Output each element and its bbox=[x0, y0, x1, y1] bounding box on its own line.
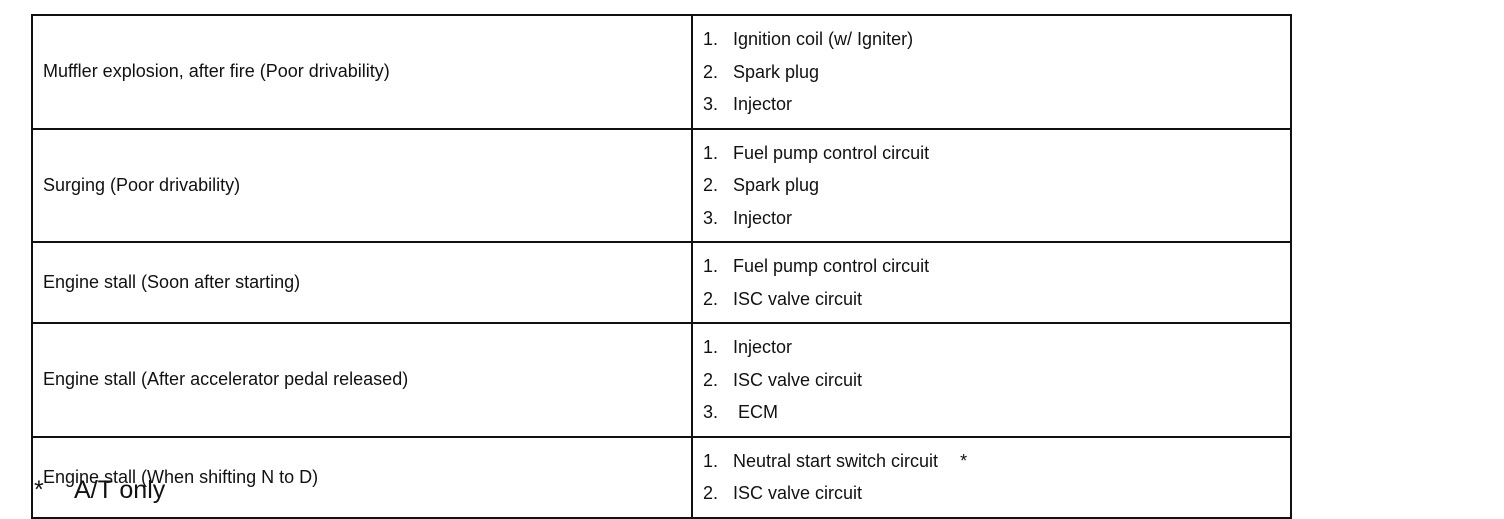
cause-number: 2. bbox=[703, 288, 719, 309]
causes-cell: 1. Injector 2. ISC valve circuit 3. ECM bbox=[693, 324, 1290, 436]
cause-text: ISC valve circuit bbox=[733, 288, 863, 309]
cause-item: 1. Ignition coil (w/ Igniter) bbox=[703, 23, 1290, 56]
table-row: Muffler explosion, after fire (Poor driv… bbox=[33, 16, 1290, 130]
cause-number: 3. bbox=[703, 402, 719, 422]
cause-text: Injector bbox=[733, 207, 793, 228]
troubleshooting-table: Muffler explosion, after fire (Poor driv… bbox=[31, 14, 1292, 519]
cause-item: 3. Injector bbox=[703, 88, 1290, 121]
causes-cell: 1. Fuel pump control circuit 2. Spark plug 3… bbox=[693, 130, 1290, 242]
cause-text: ISC valve circuit bbox=[733, 483, 863, 503]
causes-cell: 1. Neutral start switch circuit * 2. ISC val… bbox=[693, 438, 1290, 517]
cause-text: Spark plug bbox=[733, 175, 820, 195]
cause-item: 1. Fuel pump control circuit bbox=[703, 137, 1290, 170]
table-row: Engine stall (When shifting N to D) 1. Neu… bbox=[33, 437, 1290, 517]
footnote-text: A/T only bbox=[74, 476, 166, 504]
symptom-cell: Surging (Poor drivability) bbox=[33, 129, 693, 241]
cause-text: ECM bbox=[733, 402, 778, 422]
table-row: Surging (Poor drivability) 1. Fuel pump co… bbox=[33, 129, 1290, 243]
cause-number: 2. bbox=[703, 483, 719, 503]
cause-text: ISC valve circuit bbox=[733, 369, 863, 390]
symptom-cell: Engine stall (When shifting N to D) bbox=[33, 437, 693, 517]
cause-number: 1. bbox=[703, 29, 719, 49]
cause-item: 1. Fuel pump control circuit bbox=[703, 250, 1290, 283]
cause-footnote-mark: * bbox=[960, 450, 968, 471]
cause-text: Neutral start switch circuit bbox=[733, 450, 939, 471]
cause-number: 1. bbox=[703, 450, 719, 471]
cause-text: Ignition coil (w/ Igniter) bbox=[733, 29, 914, 49]
cause-number: 3. bbox=[703, 94, 719, 114]
footnote: * A/T only bbox=[34, 476, 165, 505]
cause-item: 2. ISC valve circuit bbox=[703, 364, 1290, 397]
footnote-mark: * bbox=[34, 476, 44, 504]
cause-item: 2. Spark plug bbox=[703, 56, 1290, 89]
causes-cell: 1. Ignition coil (w/ Igniter) 2. Spark plug… bbox=[693, 16, 1290, 128]
cause-item: 3. Injector bbox=[703, 202, 1290, 235]
cause-item: 1. Injector bbox=[703, 331, 1290, 364]
cause-number: 3. bbox=[703, 207, 719, 228]
cause-number: 1. bbox=[703, 337, 719, 357]
cause-text: Spark plug bbox=[733, 61, 820, 82]
cause-item: 2. ISC valve circuit bbox=[703, 477, 1290, 510]
cause-text: Fuel pump control circuit bbox=[733, 256, 930, 276]
cause-text: Injector bbox=[733, 94, 793, 114]
cause-number: 1. bbox=[703, 256, 719, 276]
cause-item: 2. ISC valve circuit bbox=[703, 283, 1290, 316]
cause-text: Injector bbox=[733, 337, 793, 357]
cause-item: 2. Spark plug bbox=[703, 169, 1290, 202]
cause-number: 2. bbox=[703, 369, 719, 390]
causes-cell: 1. Fuel pump control circuit 2. ISC valve c… bbox=[693, 243, 1290, 322]
symptom-cell: Engine stall (Soon after starting) bbox=[33, 243, 693, 322]
cause-number: 1. bbox=[703, 142, 719, 163]
symptom-cell: Muffler explosion, after fire (Poor driv… bbox=[33, 16, 693, 128]
cause-number: 2. bbox=[703, 61, 719, 82]
table-row: Engine stall (After accelerator pedal re… bbox=[33, 324, 1290, 438]
table-row: Engine stall (Soon after starting) 1. Fuel… bbox=[33, 243, 1290, 324]
cause-item: 3. ECM bbox=[703, 396, 1290, 429]
cause-text: Fuel pump control circuit bbox=[733, 142, 930, 163]
cause-item: 1. Neutral start switch circuit * bbox=[703, 445, 1290, 478]
cause-number: 2. bbox=[703, 175, 719, 195]
symptom-cell: Engine stall (After accelerator pedal re… bbox=[33, 324, 693, 436]
